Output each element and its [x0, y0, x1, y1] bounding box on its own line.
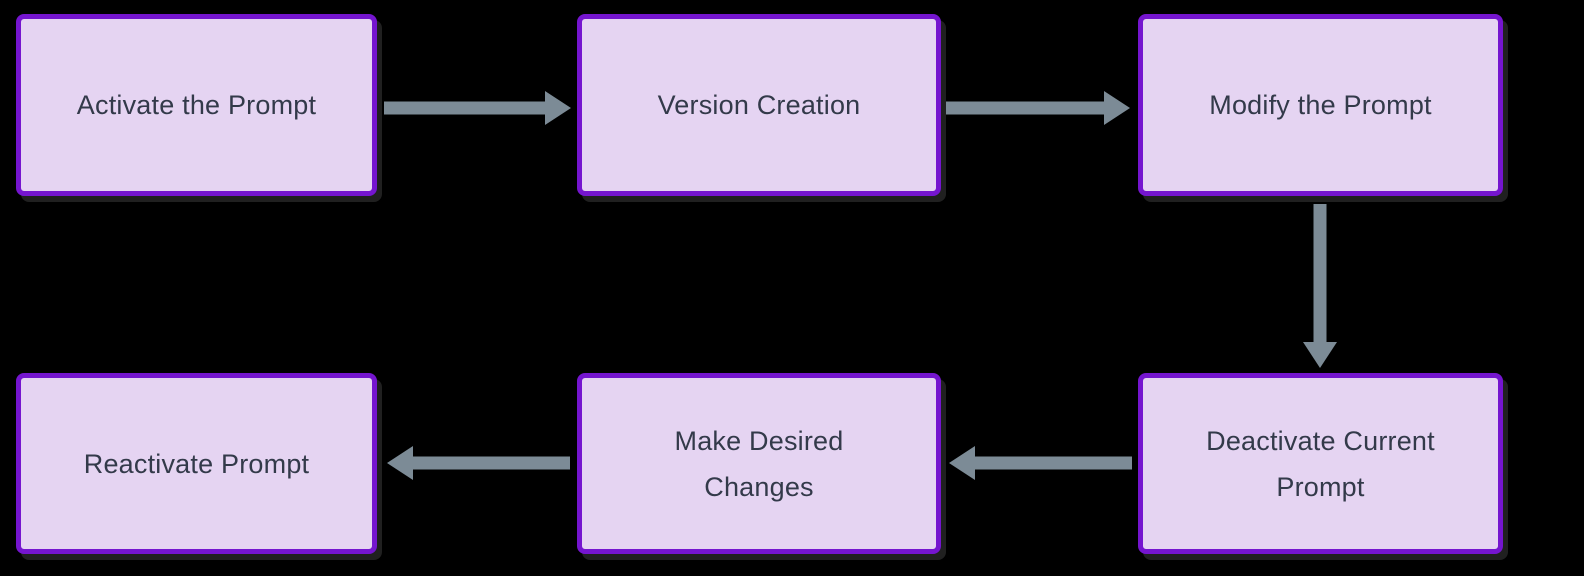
node-label: Make Desired Changes — [674, 425, 844, 502]
node-version-creation: Version Creation — [577, 14, 941, 196]
arrowhead — [1303, 342, 1337, 368]
node-make-desired-changes: Make Desired Changes — [577, 373, 941, 554]
node-label: Deactivate Current Prompt — [1206, 425, 1435, 502]
node-label: Version Creation — [657, 90, 861, 120]
edge-version-to-modify — [946, 91, 1130, 125]
node-activate-the-prompt: Activate the Prompt — [16, 14, 377, 196]
arrowhead — [545, 91, 571, 125]
node-label: Activate the Prompt — [76, 90, 317, 120]
node-modify-the-prompt: Modify the Prompt — [1138, 14, 1503, 196]
node-label: Reactivate Prompt — [83, 448, 310, 479]
arrowhead — [949, 446, 975, 480]
node-reactivate-prompt: Reactivate Prompt — [16, 373, 377, 554]
edge-activate-to-version — [384, 91, 571, 125]
edge-changes-to-reactivate — [387, 446, 570, 480]
node-label: Modify the Prompt — [1209, 90, 1432, 120]
edge-deactivate-to-changes — [949, 446, 1132, 480]
node-deactivate-current-prompt: Deactivate Current Prompt — [1138, 373, 1503, 554]
edge-modify-to-deactivate — [1303, 204, 1337, 368]
arrowhead — [1104, 91, 1130, 125]
arrowhead — [387, 446, 413, 480]
